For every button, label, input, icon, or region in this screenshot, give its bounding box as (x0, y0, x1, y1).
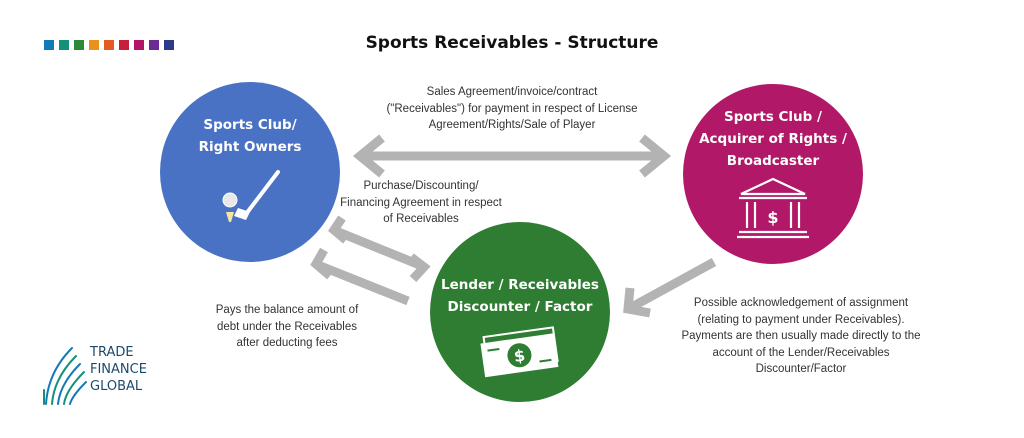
svg-text:$: $ (767, 208, 778, 227)
trade-finance-global-logo-icon (43, 347, 87, 405)
edge-label-line: Sales Agreement/invoice/contract (426, 86, 598, 98)
logo-text-line: TRADE (90, 345, 134, 360)
color-swatches (44, 40, 174, 50)
svg-text:$: $ (513, 346, 527, 366)
edge-label-acknowledgement: Possible acknowledgement of assignment (… (667, 295, 935, 378)
edge-label-line: debt under the Receivables (216, 320, 357, 333)
logo-text-line: FINANCE (90, 362, 147, 377)
edge-label-line: of Receivables (383, 213, 459, 225)
swatch (59, 40, 69, 50)
edge-label-line: ("Receivables") for payment in respect o… (386, 102, 638, 115)
node-label-line: Acquirer of Rights / (699, 131, 847, 147)
node-label-line: Sports Club / (724, 109, 822, 125)
node-label: Lender / Receivables Discounter / Factor (430, 274, 610, 318)
node-label: Sports Club / Acquirer of Rights / Broad… (683, 106, 863, 172)
node-sports-club-right-owners: Sports Club/ Right Owners (160, 82, 340, 262)
node-label-line: Lender / Receivables (441, 277, 599, 293)
swatch (89, 40, 99, 50)
edge-label-line: (relating to payment under Receivables). (697, 313, 905, 326)
edge-label-line: Agreement/Rights/Sale of Player (428, 119, 596, 131)
logo-text-line: GLOBAL (90, 379, 143, 394)
swatch (119, 40, 129, 50)
bank-building-icon: $ (737, 177, 809, 239)
node-label: Sports Club/ Right Owners (160, 114, 340, 158)
edge-label-financing-agreement: Purchase/Discounting/ Financing Agreemen… (334, 178, 508, 228)
double-arrow-middle (328, 215, 431, 283)
node-label-line: Sports Club/ (203, 117, 297, 133)
node-label-line: Discounter / Factor (447, 299, 593, 315)
edge-label-line: Pays the balance amount of (215, 304, 359, 316)
arrow-lower-left (310, 247, 410, 306)
edge-label-pays-balance: Pays the balance amount of debt under th… (212, 302, 362, 352)
swatch (74, 40, 84, 50)
edge-label-line: account of the Lender/Receivables (712, 346, 890, 359)
arrow-right (623, 258, 717, 318)
double-arrow-top (352, 134, 672, 178)
swatch (149, 40, 159, 50)
edge-label-line: Discounter/Factor (755, 363, 847, 375)
swatch (164, 40, 174, 50)
swatch (104, 40, 114, 50)
trade-finance-global-logo: TRADE FINANCE GLOBAL (42, 342, 172, 408)
node-label-line: Broadcaster (726, 153, 820, 169)
edge-label-line: Financing Agreement in respect (340, 196, 502, 209)
golf-club-icon (222, 170, 280, 222)
logo-wordmark: TRADE FINANCE GLOBAL (90, 344, 147, 395)
swatch (134, 40, 144, 50)
dollar-bill-icon: $ (480, 326, 559, 378)
page-title: Sports Receivables - Structure (365, 33, 659, 53)
edge-label-line: after deducting fees (236, 337, 338, 349)
edge-label-line: Purchase/Discounting/ (363, 180, 479, 192)
node-sports-club-acquirer-broadcaster: Sports Club / Acquirer of Rights / Broad… (683, 84, 863, 264)
node-lender-receivables-discounter: Lender / Receivables Discounter / Factor… (430, 222, 610, 402)
swatch (44, 40, 54, 50)
node-label-line: Right Owners (198, 139, 302, 155)
edge-label-line: Possible acknowledgement of assignment (693, 297, 909, 309)
edge-label-line: Payments are then usually made directly … (681, 330, 921, 342)
edge-label-sales-agreement: Sales Agreement/invoice/contract ("Recei… (362, 84, 662, 134)
